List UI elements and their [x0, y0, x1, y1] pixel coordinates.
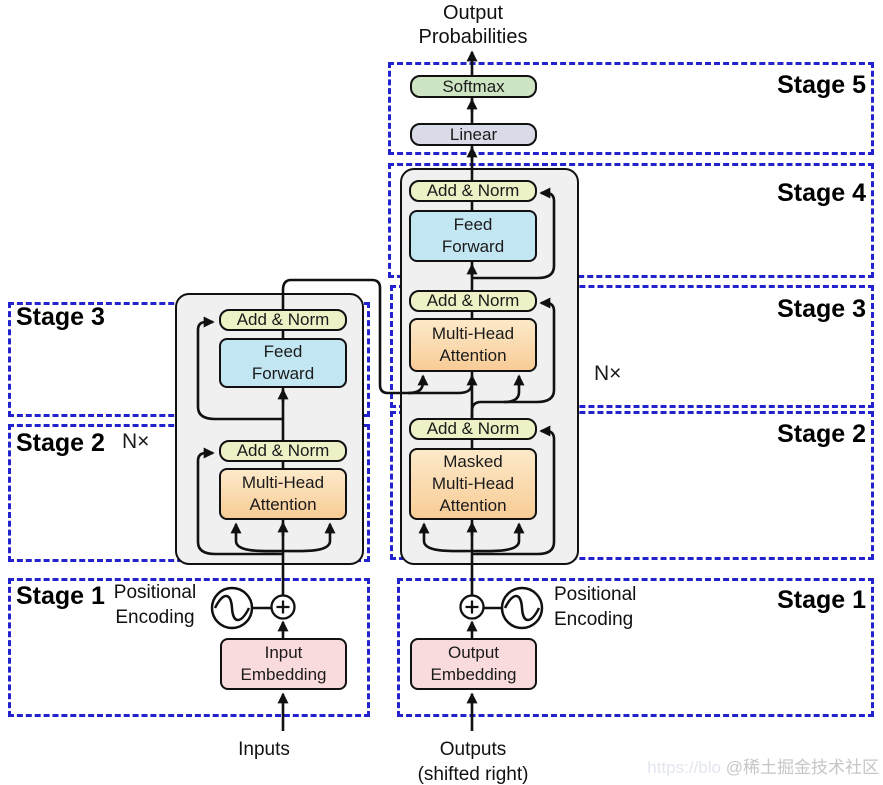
stage5-box: [388, 62, 874, 155]
stage4-label: Stage 4: [777, 179, 866, 207]
stage3-label-left: Stage 3: [16, 303, 105, 331]
multi-head-attention-block-decoder: Multi-Head Attention: [409, 318, 537, 372]
add-norm-block-decoder-ff: Add & Norm: [409, 180, 537, 202]
watermark-url: https://blo: [647, 758, 721, 777]
stage1-box-right: [397, 578, 874, 717]
stage2-label-left: Stage 2: [16, 429, 105, 457]
feed-forward-line2: Forward: [441, 237, 505, 256]
softmax-block: Softmax: [410, 75, 537, 98]
add-norm-block-decoder-masked: Add & Norm: [409, 418, 537, 440]
output-probabilities-label: Output Probabilities: [418, 2, 528, 48]
repeat-label-left: N×: [122, 430, 150, 453]
softmax-label: Softmax: [442, 76, 505, 96]
feed-forward-line1: Feed: [263, 342, 303, 361]
output-embedding-line1: Output: [447, 643, 500, 662]
feed-forward-line1: Feed: [453, 215, 493, 234]
multi-head-attention-block-encoder: Multi-Head Attention: [219, 468, 347, 520]
outputs-label: Outputs (shifted right): [417, 739, 529, 785]
add-norm-label: Add & Norm: [236, 310, 330, 329]
stage1-box-left: [8, 578, 370, 717]
feed-forward-block-encoder: Feed Forward: [219, 338, 347, 388]
masked-mha-line1: Masked: [443, 452, 503, 471]
input-embedding-line2: Embedding: [240, 665, 327, 684]
output-embedding-block: Output Embedding: [410, 638, 537, 690]
output-embedding-line2: Embedding: [430, 665, 517, 684]
positional-encoding-label-right: Positional Encoding: [554, 584, 637, 630]
add-norm-label: Add & Norm: [426, 291, 520, 310]
masked-mha-line3: Attention: [439, 496, 507, 515]
add-norm-block-decoder-cross: Add & Norm: [409, 290, 537, 312]
add-norm-block-encoder-ff: Add & Norm: [219, 309, 347, 331]
inputs-label: Inputs: [238, 739, 290, 760]
feed-forward-block-decoder: Feed Forward: [409, 210, 537, 262]
add-norm-label: Add & Norm: [426, 181, 520, 200]
repeat-label-right: N×: [594, 362, 622, 385]
watermark: https://blo @稀土掘金技术社区: [647, 753, 879, 778]
feed-forward-line2: Forward: [251, 364, 315, 383]
mha-line1: Multi-Head: [241, 473, 325, 492]
watermark-community: @稀土掘金技术社区: [725, 758, 879, 777]
stage3-label-right: Stage 3: [777, 295, 866, 323]
mha-line2: Attention: [439, 346, 507, 365]
input-embedding-block: Input Embedding: [220, 638, 347, 690]
stage1-label-left: Stage 1: [16, 582, 105, 610]
input-embedding-line1: Input: [264, 643, 303, 662]
positional-encoding-label-left: Positional Encoding: [113, 582, 197, 628]
linear-block: Linear: [410, 123, 537, 146]
mha-line2: Attention: [249, 495, 317, 514]
add-norm-label: Add & Norm: [426, 419, 520, 438]
stage4-box: [388, 163, 874, 278]
stage2-label-right: Stage 2: [777, 420, 866, 448]
mha-line1: Multi-Head: [431, 324, 515, 343]
add-norm-label: Add & Norm: [236, 441, 330, 460]
stage1-label-right: Stage 1: [777, 586, 866, 614]
linear-label: Linear: [449, 124, 498, 144]
masked-multi-head-attention-block: Masked Multi-Head Attention: [409, 448, 537, 520]
masked-mha-line2: Multi-Head: [431, 474, 515, 493]
stage5-label: Stage 5: [777, 71, 866, 99]
add-norm-block-encoder-mha: Add & Norm: [219, 440, 347, 462]
encoder-container: [175, 293, 364, 565]
